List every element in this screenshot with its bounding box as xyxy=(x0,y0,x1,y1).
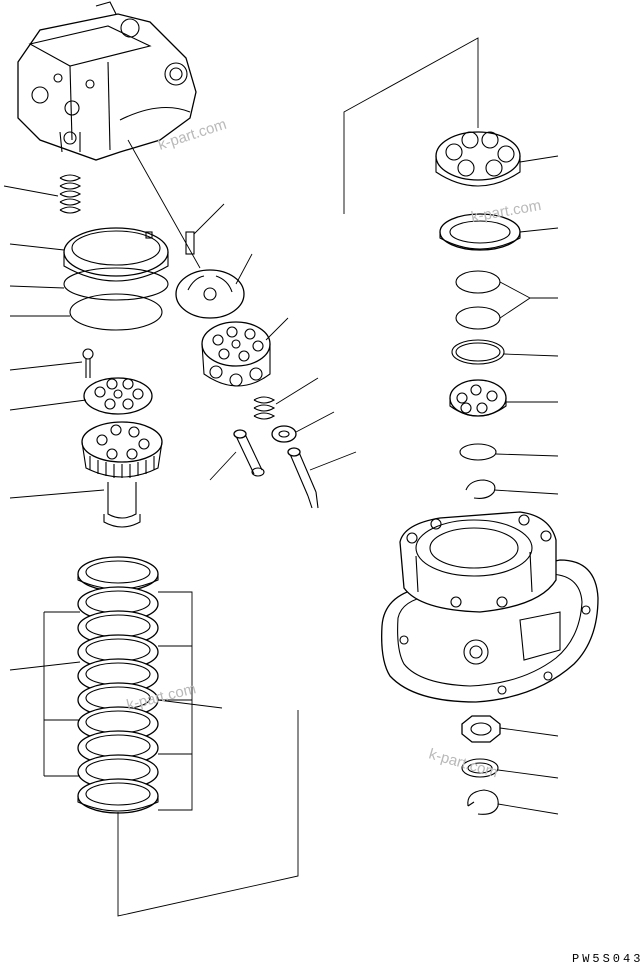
leader-retaining-ring xyxy=(497,803,559,815)
washer xyxy=(459,443,497,461)
bracket-right-discs xyxy=(158,591,193,811)
leader-shims xyxy=(499,281,558,319)
rod-short xyxy=(233,429,265,477)
shim-upper xyxy=(455,270,501,294)
retaining-ring xyxy=(467,789,499,815)
spring-seat xyxy=(271,425,297,443)
spring xyxy=(59,174,82,214)
group-line-bearing xyxy=(343,37,479,214)
group-line-discs xyxy=(117,710,299,917)
piston-spring xyxy=(253,396,276,420)
pin xyxy=(185,231,195,255)
shim-lower xyxy=(455,306,501,330)
leader-brake-piston xyxy=(9,243,65,251)
o-ring-small xyxy=(69,293,163,331)
leader-friction-plate xyxy=(157,699,223,709)
leader-retainer-plate xyxy=(9,399,87,411)
drawing-code: PW5S043 xyxy=(572,952,643,966)
leader-valve-plate xyxy=(235,253,253,285)
gear-case xyxy=(381,511,599,703)
leader-separator-plate xyxy=(9,661,81,671)
leader-spring xyxy=(3,185,59,197)
screw xyxy=(82,348,94,378)
leader-snap-ring-small xyxy=(493,489,559,495)
o-ring-large xyxy=(63,267,169,301)
watermark-4: k-part.com xyxy=(427,746,500,782)
leader-rod-short xyxy=(209,451,237,481)
disc-stack xyxy=(77,556,159,814)
snap-ring-small xyxy=(465,479,496,499)
brake-piston xyxy=(63,227,169,282)
valve-plate xyxy=(175,269,245,319)
bracket-left-discs xyxy=(43,611,80,777)
ball-bearing xyxy=(449,379,507,417)
leader-washer xyxy=(495,453,559,457)
oil-seal xyxy=(439,213,521,251)
cylinder-block xyxy=(201,321,271,387)
leader-ring xyxy=(497,769,559,779)
leader-spring-seat xyxy=(295,411,335,433)
leader-oil-seal xyxy=(519,227,559,233)
leader-piston-spring xyxy=(275,377,319,405)
leader-housing-plate xyxy=(127,139,201,269)
drive-shaft xyxy=(81,421,163,528)
leader-cylinder-block xyxy=(265,317,289,341)
motor-housing xyxy=(17,1,197,161)
rod-long xyxy=(287,447,319,509)
snap-ring-large xyxy=(451,339,505,365)
roller-bearing xyxy=(435,131,521,187)
nut xyxy=(461,715,501,743)
leader-rod-long xyxy=(309,451,357,471)
ring xyxy=(461,758,499,778)
leader-screw xyxy=(9,361,83,371)
leader-o-ring-large xyxy=(9,285,65,289)
leader-roller-bearing xyxy=(519,155,559,163)
leader-nut xyxy=(499,727,559,737)
leader-pin xyxy=(193,203,225,235)
retainer-plate xyxy=(83,377,153,415)
leader-drive-shaft xyxy=(9,489,105,499)
leader-snap-ring-large xyxy=(503,353,559,357)
